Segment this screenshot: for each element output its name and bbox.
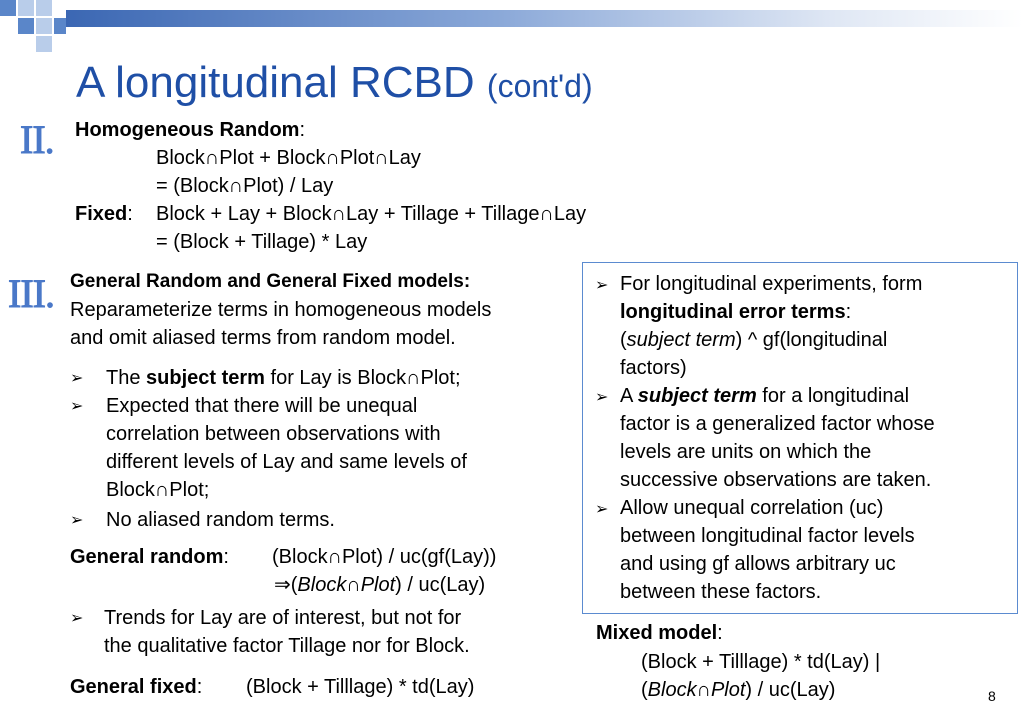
box-p3-line2: between longitudinal factor levels (620, 525, 915, 547)
text: ( (641, 679, 648, 701)
section3-intro-2: and omit aliased terms from random model… (70, 327, 456, 349)
header-gradient-bar (66, 10, 1023, 27)
general-random-label: General random: (70, 543, 229, 571)
box-p1-line2: longitudinal error terms: (620, 298, 851, 326)
corner-decoration (36, 36, 52, 52)
bold-text: Mixed model (596, 622, 718, 644)
mixed-model-line1: (Block + Tilllage) * td(Lay) | (641, 651, 881, 673)
section-numeral-iii: III. (8, 271, 56, 317)
bullet-subject-term: The subject term for Lay is Block∩Plot; (106, 364, 461, 392)
bullet-expected-2: correlation between observations with (106, 423, 441, 445)
title-main: A longitudinal RCBD (76, 58, 475, 107)
slide-title: A longitudinal RCBD (cont'd) (76, 58, 593, 108)
homog-random-heading: Homogeneous Random: (75, 116, 305, 144)
general-fixed-label: General fixed: (70, 673, 202, 701)
corner-decoration (36, 0, 52, 16)
arrow-bullet-icon: ➢ (595, 277, 609, 294)
arrow-bullet-icon: ➢ (70, 512, 84, 529)
box-p3-line3: and using gf allows arbitrary uc (620, 553, 896, 575)
mixed-model-line2: (Block∩Plot) / uc(Lay) (641, 676, 835, 704)
general-random-line-2: ⇒(Block∩Plot) / uc(Lay) (274, 571, 485, 599)
general-random-line-1: (Block∩Plot) / uc(gf(Lay)) (272, 546, 497, 568)
text: ( (620, 329, 627, 351)
box-p2-line1: A subject term for a longitudinal (620, 382, 909, 410)
homog-label: Homogeneous Random (75, 119, 300, 141)
corner-decoration (36, 18, 52, 34)
box-p1-line4: factors) (620, 357, 687, 379)
section3-heading: General Random and General Fixed models: (70, 271, 471, 292)
arrow-bullet-icon: ➢ (70, 398, 84, 415)
colon: : (299, 119, 306, 141)
colon: : (845, 301, 852, 323)
corner-decoration (18, 18, 34, 34)
fixed-label-text: Fixed (75, 203, 128, 225)
italic-text: subject term (626, 329, 736, 351)
trend-line-2: the qualitative factor Tillage nor for B… (104, 635, 470, 657)
general-fixed-value: (Block + Tilllage) * td(Lay) (246, 676, 475, 698)
box-p2-line4: successive observations are taken. (620, 469, 932, 491)
italic-text: Block∩Plot (647, 679, 746, 701)
corner-decoration (54, 18, 66, 34)
arrow-bullet-icon: ➢ (70, 610, 84, 627)
text: for a longitudinal (756, 385, 910, 407)
fixed-line-2: = (Block + Tillage) * Lay (156, 231, 368, 253)
bold-text: General random (70, 546, 224, 568)
text: ) / uc(Lay) (745, 679, 836, 701)
trend-line-1: Trends for Lay are of interest, but not … (104, 607, 462, 629)
section-numeral-ii: II. (20, 117, 56, 163)
corner-decoration (0, 0, 16, 16)
fixed-line-1: Block + Lay + Block∩Lay + Tillage + Till… (156, 203, 587, 225)
bullet-expected-1: Expected that there will be unequal (106, 395, 418, 417)
bold-italic-text: subject term (637, 385, 757, 407)
bold-text: subject term (146, 367, 265, 389)
box-p1-line1: For longitudinal experiments, form (620, 273, 923, 295)
bullet-no-aliased: No aliased random terms. (106, 509, 335, 531)
arrow-bullet-icon: ➢ (595, 501, 609, 518)
homog-line-2: = (Block∩Plot) / Lay (156, 175, 334, 197)
mixed-model-label: Mixed model: (596, 619, 723, 647)
colon: : (223, 546, 229, 568)
arrow-bullet-icon: ➢ (595, 389, 609, 406)
homog-line-1: Block∩Plot + Block∩Plot∩Lay (156, 147, 421, 169)
box-p2-line3: levels are units on which the (620, 441, 872, 463)
arrow-bullet-icon: ➢ (70, 370, 84, 387)
bold-text: General fixed (70, 676, 197, 698)
implies-icon: ⇒( (274, 574, 298, 596)
box-p3-line4: between these factors. (620, 581, 822, 603)
text: for Lay is Block∩Plot; (264, 367, 461, 389)
page-number: 8 (988, 688, 996, 704)
bold-text: longitudinal error terms (620, 301, 846, 323)
box-p2-line2: factor is a generalized factor whose (620, 413, 935, 435)
longitudinal-info-box (582, 262, 1018, 614)
colon: : (196, 676, 203, 698)
text: A (620, 385, 638, 407)
text: The (106, 367, 147, 389)
colon: : (127, 203, 133, 225)
text: ) / uc(Lay) (395, 574, 486, 596)
text: ) ^ gf(longitudinal (735, 329, 888, 351)
box-p3-line1: Allow unequal correlation (uc) (620, 497, 884, 519)
corner-decoration (18, 0, 34, 16)
italic-text: Block∩Plot (297, 574, 396, 596)
box-p1-line3: (subject term) ^ gf(longitudinal (620, 326, 887, 354)
title-suffix: (cont'd) (486, 68, 593, 104)
bullet-expected-4: Block∩Plot; (106, 479, 210, 501)
section3-intro-1: Reparameterize terms in homogeneous mode… (70, 299, 492, 321)
fixed-label: Fixed: (75, 200, 133, 228)
bullet-expected-3: different levels of Lay and same levels … (106, 451, 467, 473)
colon: : (717, 622, 723, 644)
